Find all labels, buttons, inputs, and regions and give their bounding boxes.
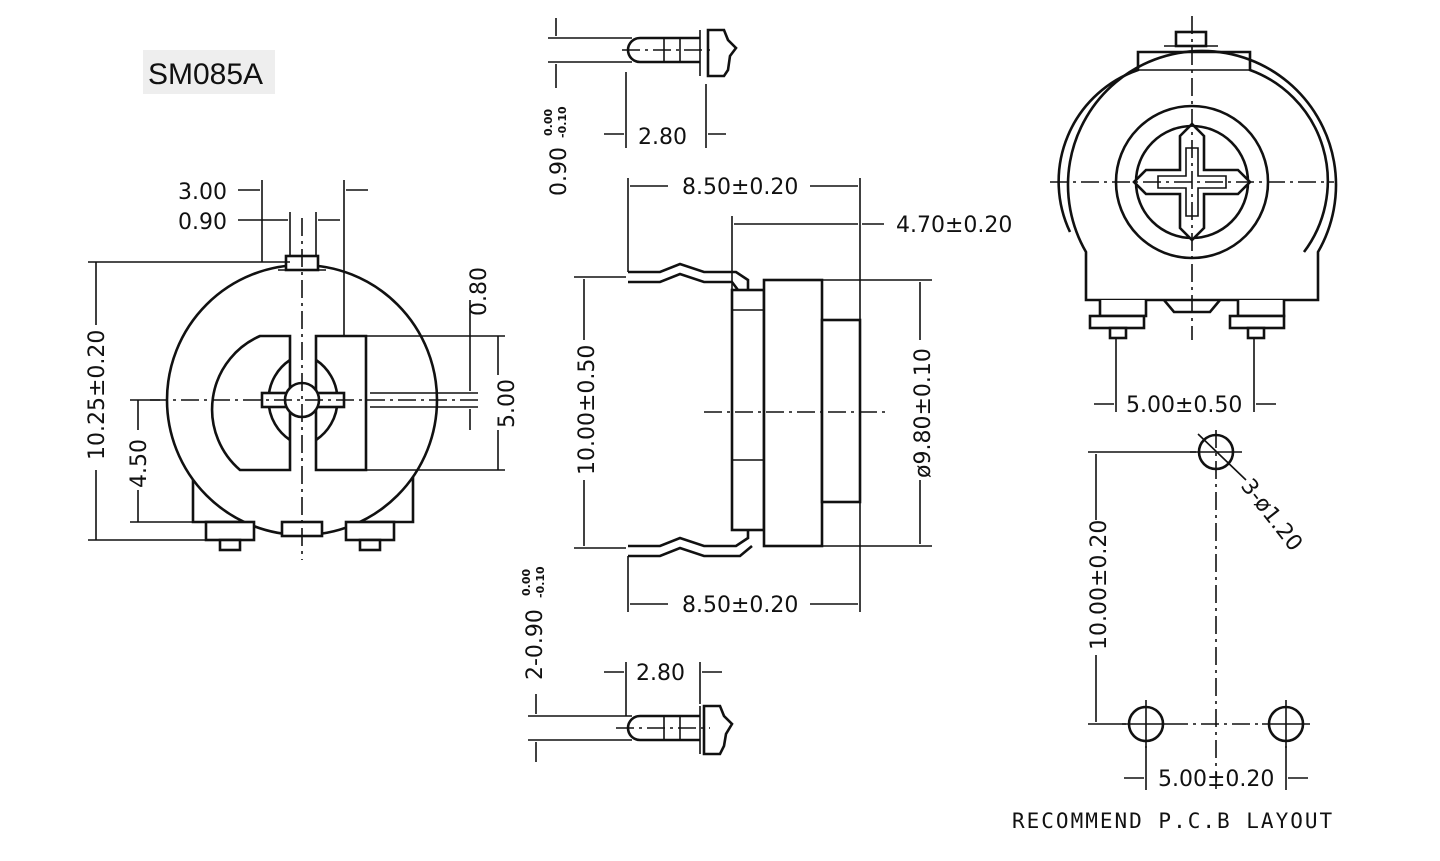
- front-view: [150, 218, 478, 560]
- rear-dimensions: 5.00±0.50: [1094, 338, 1276, 418]
- dim-pcb-horizontal: 5.00±0.20: [1158, 767, 1274, 792]
- dim-pin-top-thickness: 0.90: [547, 147, 572, 196]
- tol-pin-bottom-plus: 0.00: [520, 569, 533, 596]
- side-view: [628, 262, 888, 558]
- pin-detail-top: 2.80 0.90 0.00 -0.10: [542, 18, 738, 196]
- side-dimensions: 8.50±0.20 4.70±0.20 10.00±0.50 ø9.80±0.1…: [574, 175, 1012, 618]
- dim-front-width: 3.00: [178, 180, 227, 205]
- tol-pin-top-plus: 0.00: [542, 109, 555, 136]
- dim-pin-bottom-thickness: 2-0.90: [523, 609, 548, 680]
- dim-front-right: 5.00: [495, 379, 520, 428]
- front-pin-left: [204, 520, 256, 542]
- side-pin-top: [628, 262, 750, 290]
- dim-side-pin-span: 10.00±0.50: [575, 345, 600, 475]
- dim-front-shaft: 0.90: [178, 210, 227, 235]
- front-dimensions: 3.00 0.90 10.25±0.20 4.50 0.80 5.00: [85, 180, 520, 541]
- rear-top-terminal: [1174, 30, 1208, 48]
- dim-side-top: 8.50±0.20: [682, 175, 798, 200]
- title-background: [143, 50, 275, 94]
- dim-rear-pins: 5.00±0.50: [1126, 393, 1242, 418]
- rear-view: [1050, 16, 1338, 340]
- side-knob: [820, 318, 862, 504]
- rear-pin-left: [1098, 300, 1148, 318]
- pcb-layout-caption: RECOMMEND P.C.B LAYOUT: [1012, 809, 1334, 833]
- side-pin-bottom: [628, 530, 750, 548]
- rear-pin-right: [1236, 300, 1286, 318]
- dim-pcb-holes: 3-ø1.20: [1235, 474, 1307, 556]
- dim-pin-top-length: 2.80: [638, 125, 687, 150]
- model-title: SM085A: [148, 58, 263, 91]
- dim-side-bottom: 8.50±0.20: [682, 593, 798, 618]
- front-pin-right: [344, 520, 396, 542]
- dim-side-body: 4.70±0.20: [896, 213, 1012, 238]
- pin-detail-bottom: 2.80 2-0.90 0.00 -0.10: [520, 566, 734, 762]
- side-plate: [730, 288, 766, 532]
- dim-side-diameter: ø9.80±0.10: [911, 348, 936, 478]
- dim-front-right-top: 0.80: [467, 267, 492, 316]
- pcb-layout: 3-ø1.20 10.00±0.20 5.00±0.20: [1087, 430, 1310, 792]
- side-body: [762, 278, 824, 548]
- dim-front-height: 10.25±0.20: [85, 330, 110, 460]
- front-window-left: [210, 334, 292, 472]
- tol-pin-top-minus: -0.10: [556, 106, 569, 138]
- tol-pin-bottom-minus: -0.10: [534, 566, 547, 598]
- dim-front-lower: 4.50: [127, 439, 152, 488]
- dim-pcb-vertical: 10.00±0.20: [1087, 520, 1112, 650]
- dim-pin-bottom-length: 2.80: [636, 661, 685, 686]
